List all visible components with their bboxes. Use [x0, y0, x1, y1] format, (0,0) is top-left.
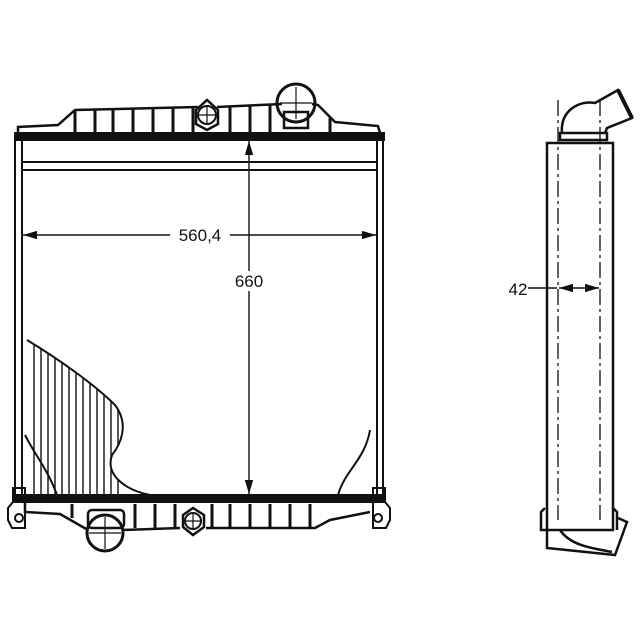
- height-dimension-label: 660: [235, 272, 263, 291]
- side-view: [528, 88, 634, 557]
- bottom-tank: [23, 502, 371, 532]
- side-bottom-outlet: [539, 507, 629, 557]
- mounting-brackets: [7, 487, 391, 529]
- side-rails: [14, 140, 384, 495]
- bottom-outlet-pipe: [85, 508, 126, 553]
- front-view: [7, 82, 391, 553]
- core-top-lines: [22, 161, 377, 171]
- drain-plug: [181, 506, 206, 537]
- fin-cutaway: [24, 339, 371, 496]
- side-top-elbow: [558, 88, 634, 142]
- side-core: [545, 141, 615, 532]
- width-dimension-label: 560,4: [179, 226, 222, 245]
- top-filler-neck: [194, 98, 220, 132]
- depth-dimension-label: 42: [509, 280, 528, 299]
- top-header-plate: [14, 132, 385, 141]
- top-inlet-pipe: [275, 82, 317, 130]
- bottom-header-plate: [14, 494, 385, 503]
- side-centerlines: [557, 100, 601, 520]
